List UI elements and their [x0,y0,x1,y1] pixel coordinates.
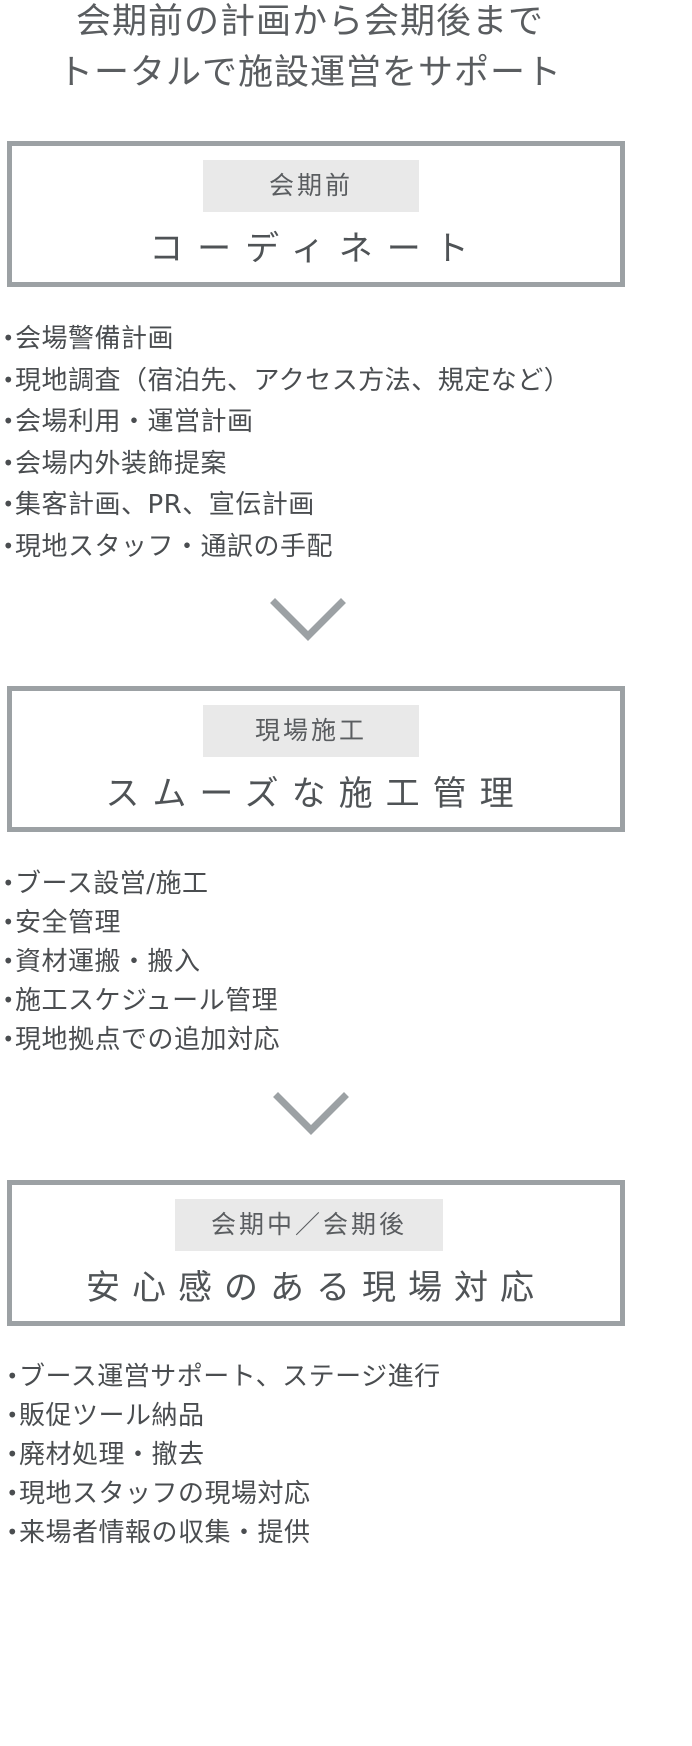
stage-items-pre-event: •会場警備計画 •現地調査（宿泊先、アクセス方法、規定など） •会場利用・運営計… [2,318,570,568]
list-item: •ブース運営サポート、ステージ進行 [6,1357,441,1396]
list-item: •現地調査（宿泊先、アクセス方法、規定など） [2,360,570,402]
bullet: • [2,1027,15,1051]
bullet: • [6,1364,19,1388]
chevron-down-icon [270,598,346,641]
stage-box-construction: 現場施工 スムーズな施工管理 [7,686,625,832]
list-item: •現地スタッフの現場対応 [6,1474,441,1513]
bullet: • [2,326,15,350]
stage-title: コーディネート [149,229,483,269]
list-item: •集客計画、PR、宣伝計画 [2,484,570,526]
list-item: •現地スタッフ・通訳の手配 [2,526,570,568]
bullet: • [2,533,15,558]
stage-title: 安心感のある現場対応 [86,1268,546,1308]
bullet: • [2,871,15,895]
bullet: • [2,949,15,973]
bullet: • [6,1481,19,1505]
list-item: •会場内外装飾提案 [2,443,570,485]
stage-items-construction: •ブース設営/施工 •安全管理 •資材運搬・搬入 •施工スケジュール管理 •現地… [2,864,280,1059]
list-item: •ブース設営/施工 [2,864,280,903]
stage-tag: 現場施工 [203,705,419,757]
headline-line-2: トータルで施設運営をサポート [57,53,562,93]
stage-items-during-after-event: •ブース運営サポート、ステージ進行 •販促ツール納品 •廃材処理・撤去 •現地ス… [6,1357,441,1552]
list-item: •現地拠点での追加対応 [2,1020,280,1059]
stage-tag: 会期中／会期後 [175,1199,443,1251]
chevron-down-icon [273,1092,349,1135]
stage-box-pre-event: 会期前 コーディネート [7,141,625,287]
list-item: •廃材処理・撤去 [6,1435,441,1474]
bullet: • [2,367,15,392]
bullet: • [6,1442,19,1466]
bullet: • [2,988,15,1012]
headline-line-1: 会期前の計画から会期後まで [75,2,544,42]
bullet: • [2,409,15,434]
list-item: •安全管理 [2,903,280,942]
list-item: •来場者情報の収集・提供 [6,1513,441,1552]
stage-title: スムーズな施工管理 [105,774,527,814]
bullet: • [2,492,15,517]
bullet: • [2,910,15,934]
list-item: •施工スケジュール管理 [2,981,280,1020]
list-item: •会場警備計画 [2,318,570,360]
stage-box-during-after-event: 会期中／会期後 安心感のある現場対応 [7,1180,625,1326]
list-item: •会場利用・運営計画 [2,401,570,443]
bullet: • [6,1403,19,1427]
bullet: • [2,450,15,475]
bullet: • [6,1520,19,1544]
list-item: •資材運搬・搬入 [2,942,280,981]
list-item: •販促ツール納品 [6,1396,441,1435]
stage-tag: 会期前 [203,160,419,212]
